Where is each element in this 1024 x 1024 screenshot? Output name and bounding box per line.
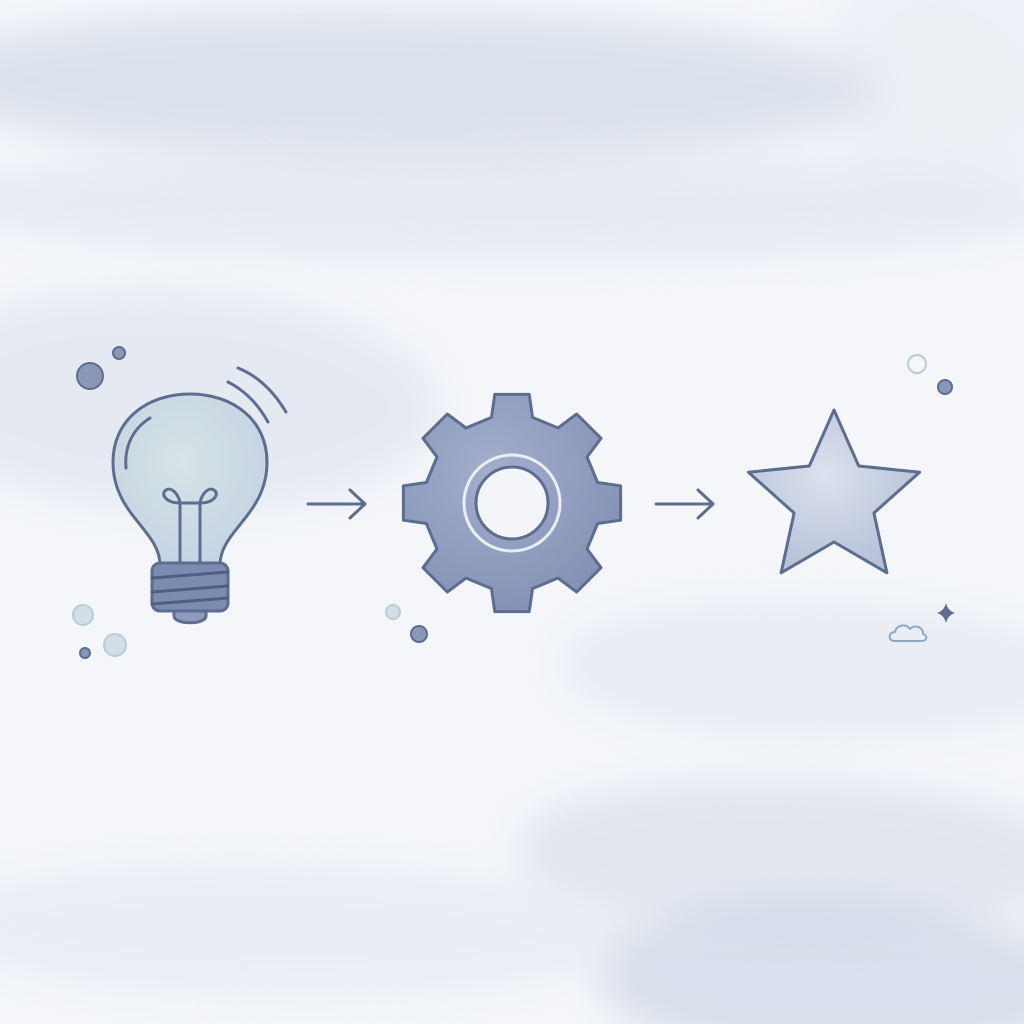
dot-icon bbox=[79, 647, 91, 659]
dot-icon bbox=[76, 362, 104, 390]
dot-icon bbox=[410, 625, 428, 643]
bulb-tip bbox=[172, 609, 208, 625]
gear-hole bbox=[474, 465, 550, 541]
dot-icon bbox=[937, 379, 953, 395]
bulb-highlight bbox=[124, 416, 152, 470]
watercolor-wash bbox=[0, 150, 1024, 260]
watercolor-wash bbox=[0, 10, 880, 160]
glow-lines-icon bbox=[226, 366, 288, 424]
bulb-base-threads bbox=[150, 570, 230, 606]
gear-inner-ring bbox=[462, 453, 562, 553]
watercolor-wash bbox=[0, 860, 640, 1000]
dot-icon bbox=[907, 354, 927, 374]
cloud-icon bbox=[888, 624, 928, 642]
decorative-dots bbox=[72, 346, 955, 659]
gear-icon bbox=[401, 392, 623, 614]
dot-icon bbox=[385, 604, 401, 620]
bulb-filament bbox=[162, 487, 218, 567]
star-icon bbox=[746, 408, 922, 575]
watercolor-wash bbox=[600, 900, 1024, 1024]
watercolor-wash bbox=[560, 600, 1024, 740]
bulb-glass bbox=[111, 392, 269, 567]
star-body bbox=[746, 408, 922, 575]
dot-icon bbox=[112, 346, 126, 360]
dot-icon bbox=[72, 604, 94, 626]
arrow-right-icon bbox=[654, 488, 715, 520]
sparkle-icon bbox=[937, 603, 955, 623]
arrow-right-icon bbox=[306, 488, 367, 520]
dot-icon bbox=[103, 633, 127, 657]
lightbulb-icon bbox=[111, 366, 288, 625]
